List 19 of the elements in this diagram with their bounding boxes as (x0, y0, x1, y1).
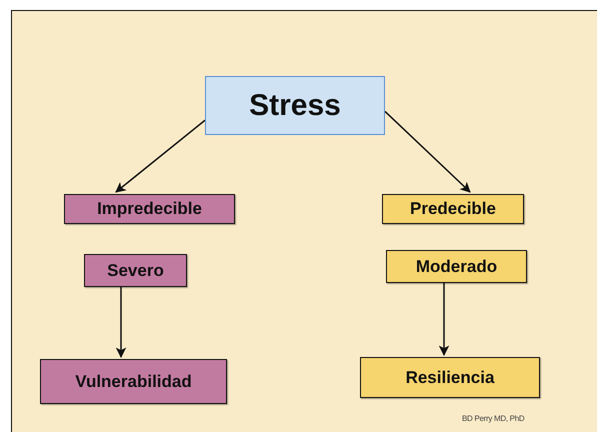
box-label: Severo (107, 260, 164, 280)
box-label: Impredecible (97, 199, 202, 219)
concept-box (205, 76, 385, 135)
box-label: Resiliencia (406, 368, 494, 388)
concept-box (64, 194, 235, 224)
arrow (115, 120, 206, 193)
concept-box (84, 254, 187, 287)
box-label: Stress (249, 88, 341, 122)
concept-box (386, 250, 527, 283)
box-label: Predecible (410, 199, 496, 219)
concept-box (382, 194, 524, 224)
concept-box (360, 357, 540, 398)
arrow (384, 110, 471, 193)
author-credit: BD Perry MD, PhD (462, 414, 524, 423)
box-label: Moderado (416, 256, 498, 276)
arrow (438, 283, 450, 356)
box-label: Vulnerabilidad (75, 372, 192, 392)
arrow (116, 287, 126, 358)
concept-box (40, 359, 227, 404)
